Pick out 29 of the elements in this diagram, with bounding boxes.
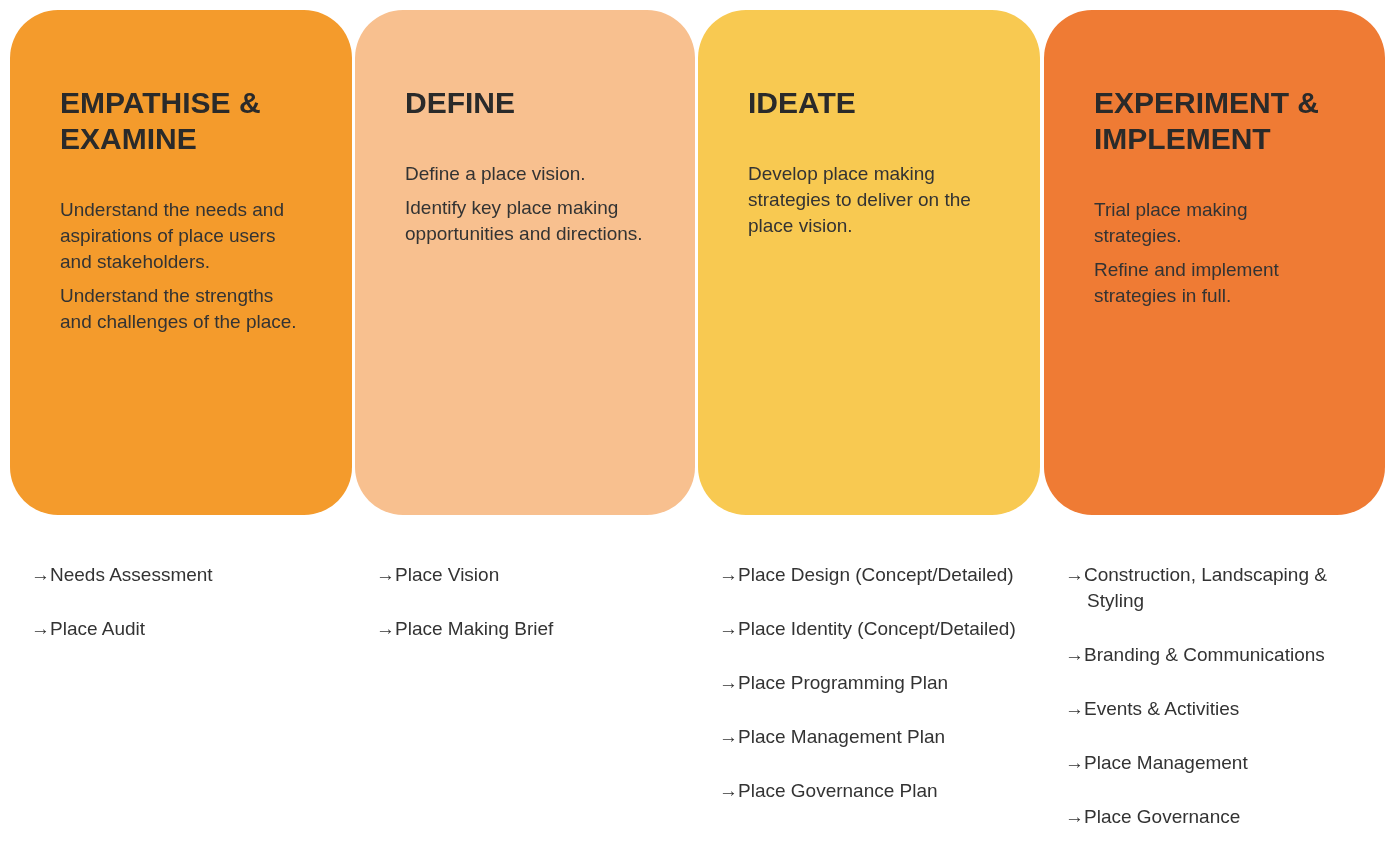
- phase-card: [698, 10, 1040, 515]
- phase-card: [10, 10, 352, 515]
- deliverable-item: →Place Audit: [31, 617, 147, 641]
- phase-description: Refine and implement strategies in full.: [1094, 258, 1280, 308]
- deliverable-item: →Place Governance: [1065, 805, 1242, 829]
- phase-title: DEFINE: [405, 85, 516, 121]
- phase-title: EMPATHISE & EXAMINE: [60, 85, 262, 157]
- deliverable-item: →Branding & Communications: [1065, 643, 1326, 667]
- deliverable-item: →Place Vision: [376, 563, 501, 587]
- deliverable-item: →Place Management Plan: [719, 725, 946, 749]
- phase-description: Define a place vision.: [405, 162, 587, 186]
- phase-title: IDEATE: [748, 85, 857, 121]
- deliverable-item: →Needs Assessment: [31, 563, 214, 587]
- deliverable-item: →Place Making Brief: [376, 617, 555, 641]
- deliverable-item: →Place Management: [1065, 751, 1249, 775]
- phase-card: [355, 10, 695, 515]
- phase-description: Understand the strengths and challenges of the place.: [60, 284, 298, 334]
- phase-description: Understand the needs and aspirations of place users and stakeholders.: [60, 198, 285, 274]
- phase-description: Develop place making strategies to deliver on the place vision.: [748, 162, 972, 238]
- deliverable-item: →Place Design (Concept/Detailed): [719, 563, 1015, 587]
- deliverable-item: →Construction, Landscaping & Styling: [1065, 563, 1328, 613]
- phase-description: Identify key place making opportunities and directions.: [405, 196, 644, 246]
- phase-title: EXPERIMENT & IMPLEMENT: [1094, 85, 1321, 157]
- deliverable-item: →Place Governance Plan: [719, 779, 939, 803]
- deliverable-item: →Events & Activities: [1065, 697, 1241, 721]
- phase-card: [1044, 10, 1385, 515]
- phase-description: Trial place making strategies.: [1094, 198, 1249, 248]
- deliverable-item: →Place Identity (Concept/Detailed): [719, 617, 1017, 641]
- deliverable-item: →Place Programming Plan: [719, 671, 950, 695]
